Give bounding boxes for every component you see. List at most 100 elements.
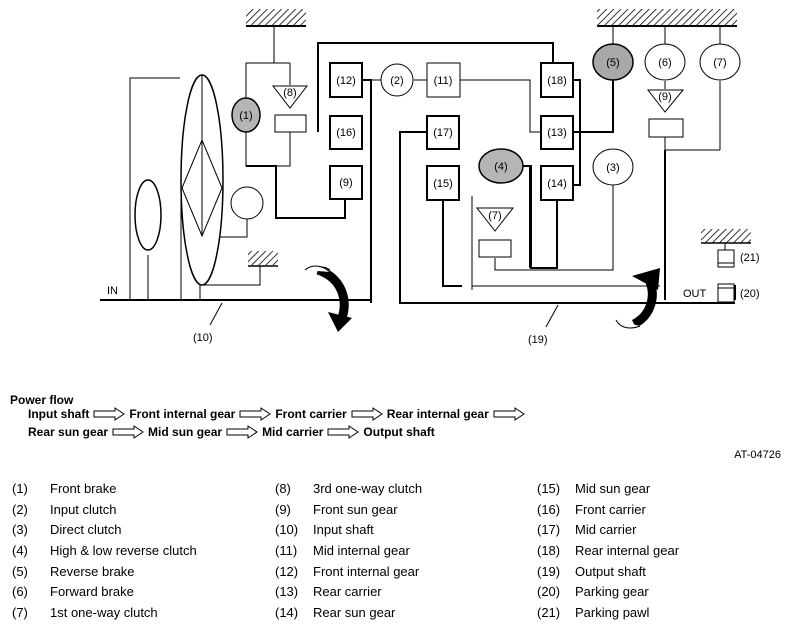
legend-item: (4) High & low reverse clutch xyxy=(12,540,197,561)
label-c7-upper: (7) xyxy=(713,57,726,69)
label-c20: (20) xyxy=(740,288,760,300)
power-flow-step: Mid sun gear xyxy=(148,425,223,439)
mid-carrier xyxy=(426,115,460,150)
power-flow-row-2: Rear sun gear Mid sun gear Mid carrier O… xyxy=(28,425,435,439)
torque-converter-stator xyxy=(134,179,162,251)
legend-column-3: (15)Mid sun gear (16)Front carrier (17)M… xyxy=(537,478,679,623)
legend-name: Input shaft xyxy=(313,522,374,538)
legend-name: Rear carrier xyxy=(313,584,382,600)
legend-name: Mid carrier xyxy=(575,522,637,538)
rear-carrier xyxy=(540,115,574,150)
power-flow-step: Front internal gear xyxy=(129,407,236,421)
flow-arrow-icon xyxy=(112,425,144,439)
legend-num: (21) xyxy=(537,604,561,620)
oil-pump xyxy=(230,186,264,220)
label-c17: (17) xyxy=(433,127,453,139)
legend-name: Rear internal gear xyxy=(575,542,680,558)
label-c21: (21) xyxy=(740,252,760,264)
legend-num: (1) xyxy=(12,480,28,496)
reverse-brake xyxy=(592,43,634,81)
legend-name: 3rd one-way clutch xyxy=(313,480,423,496)
front-brake xyxy=(231,97,261,133)
label-c10: (10) xyxy=(193,332,213,344)
label-out: OUT xyxy=(683,288,707,300)
legend-item: (8)3rd one-way clutch xyxy=(275,478,422,499)
legend-item: (7)1st one-way clutch xyxy=(12,602,197,623)
legend-name: Front sun gear xyxy=(313,501,398,517)
legend-num: (9) xyxy=(275,501,291,517)
front-internal-gear xyxy=(329,62,363,98)
flow-arrow-icon xyxy=(493,407,525,421)
mid-sun-gear xyxy=(426,165,460,201)
legend-item: (13) Rear carrier xyxy=(275,581,422,602)
legend-item: (11)Mid internal gear xyxy=(275,540,422,561)
mid-internal-gear xyxy=(426,62,461,98)
legend-item: (5)Reverse brake xyxy=(12,561,197,582)
legend-item: (12)Front internal gear xyxy=(275,561,422,582)
legend-num: (16) xyxy=(537,501,561,517)
power-flow-step: Front carrier xyxy=(275,407,347,421)
label-c8: (8) xyxy=(283,87,296,99)
flow-arrow-icon xyxy=(239,407,272,421)
legend-item: (1)Front brake xyxy=(12,478,197,499)
legend-num: (3) xyxy=(12,522,28,538)
flow-arrow-icon xyxy=(327,425,360,439)
legend-name: Mid sun gear xyxy=(575,480,651,496)
power-flow-step: Input shaft xyxy=(28,407,90,421)
legend-num: (13) xyxy=(275,584,299,600)
power-flow-step: Output shaft xyxy=(363,425,435,439)
label-c4: (4) xyxy=(494,161,507,173)
input-clutch xyxy=(380,63,414,97)
rear-sun-gear xyxy=(540,165,574,201)
legend-item: (19)Output shaft xyxy=(537,561,679,582)
legend-name: High & low reverse clutch xyxy=(50,542,197,558)
legend-item: (14) Rear sun gear xyxy=(275,602,422,623)
legend-item: (6)Forward brake xyxy=(12,581,197,602)
label-c19: (19) xyxy=(528,334,548,346)
forward-brake xyxy=(644,43,686,81)
legend-num: (10) xyxy=(275,522,299,538)
legend-name: Parking pawl xyxy=(575,604,650,620)
legend-name: Input clutch xyxy=(50,501,117,517)
legend-name: Front internal gear xyxy=(313,563,420,579)
label-c9-triangle: (9) xyxy=(658,91,671,103)
legend-item: (17) Mid carrier xyxy=(537,519,679,540)
ground-hatch-mid xyxy=(248,251,278,265)
label-c3: (3) xyxy=(606,162,619,174)
flow-arrow-icon xyxy=(93,407,126,421)
label-c6: (6) xyxy=(658,57,671,69)
label-c9: (9) xyxy=(339,177,352,189)
label-c1: (1) xyxy=(239,110,252,122)
legend-num: (17) xyxy=(537,522,561,538)
label-in: IN xyxy=(107,285,118,297)
legend-num: (4) xyxy=(12,542,28,558)
label-c15: (15) xyxy=(433,178,453,190)
flow-arrow-icon xyxy=(351,407,383,421)
legend-name: Direct clutch xyxy=(50,522,122,538)
legend-item: (18) Rear internal gear xyxy=(537,540,679,561)
legend-num: (18) xyxy=(537,542,561,558)
legend-name: Front carrier xyxy=(575,501,646,517)
direct-clutch xyxy=(592,148,634,186)
input-rotation-arrow xyxy=(304,265,352,332)
legend-name: Rear sun gear xyxy=(313,604,396,620)
label-c13: (13) xyxy=(547,127,567,139)
figure-code: AT-04726 xyxy=(734,449,781,461)
legend-name: Mid internal gear xyxy=(313,542,410,558)
label-c7-lower: (7) xyxy=(488,210,501,222)
legend-num: (5) xyxy=(12,563,28,579)
legend-num: (2) xyxy=(12,501,28,517)
legend-num: (14) xyxy=(275,604,299,620)
power-flow-title: Power flow xyxy=(10,393,74,407)
label-c11: (11) xyxy=(434,75,453,87)
legend-column-1: (1)Front brake (2) Input clutch (3) Direct… xyxy=(12,478,197,623)
rear-internal-gear xyxy=(540,62,574,98)
legend-item: (20)Parking gear xyxy=(537,581,679,602)
legend-name: 1st one-way clutch xyxy=(50,604,158,620)
legend-item: (3) Direct clutch xyxy=(12,519,197,540)
legend-column-2: (8)3rd one-way clutch (9)Front sun gear … xyxy=(275,478,422,623)
parking-gear xyxy=(717,283,735,303)
legend-item: (2) Input clutch xyxy=(12,499,197,520)
legend-num: (19) xyxy=(537,563,561,579)
front-sun-gear xyxy=(329,165,363,200)
